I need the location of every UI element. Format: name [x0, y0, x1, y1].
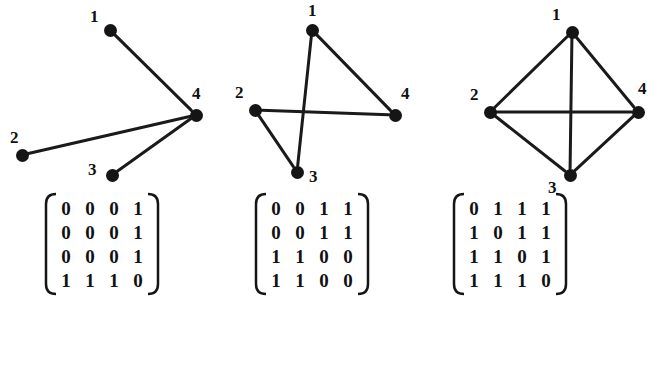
matrix-entry: 1 [534, 221, 558, 245]
graph-edge [115, 35, 192, 111]
graph-edge [575, 116, 633, 170]
matrix-entry: 0 [264, 221, 288, 245]
graph-vertex: 4 [190, 109, 203, 122]
matrix-entry: 0 [510, 245, 534, 269]
left-bracket [454, 194, 464, 294]
vertex-label: 2 [235, 84, 244, 101]
graph-vertex: 2 [16, 149, 29, 162]
matrix-entry: 0 [54, 245, 78, 269]
matrix-entry: 0 [78, 197, 102, 221]
graph-vertex: 4 [389, 109, 402, 122]
matrix-entry: 1 [264, 245, 288, 269]
left-bracket [256, 194, 266, 294]
matrix-entry: 0 [78, 245, 102, 269]
graph-edge [570, 38, 572, 168]
matrix-entry: 0 [288, 221, 312, 245]
graph-edge [576, 37, 634, 107]
matrix-entry: 0 [486, 221, 510, 245]
matrix-entry: 1 [102, 269, 126, 293]
matrix-entry: 1 [126, 221, 150, 245]
matrix-entry: 1 [126, 197, 150, 221]
vertex-label: 3 [88, 161, 97, 178]
matrix-entry: 0 [312, 245, 336, 269]
matrix-entry: 0 [54, 221, 78, 245]
matrix-entry: 0 [102, 221, 126, 245]
matrix-entry: 0 [264, 197, 288, 221]
matrix-entry: 0 [54, 197, 78, 221]
right-bracket [556, 194, 566, 294]
matrix-entry: 1 [486, 269, 510, 293]
matrix-entry: 1 [510, 197, 534, 221]
vertex-label: 2 [10, 129, 19, 146]
matrix-entry: 1 [336, 197, 360, 221]
matrix-entry: 0 [78, 221, 102, 245]
graph-edge [117, 119, 190, 171]
graph-vertex: 2 [249, 104, 262, 117]
matrix-entry: 1 [312, 197, 336, 221]
matrix-entry: 0 [534, 269, 558, 293]
graph-edge [495, 37, 568, 108]
matrix-entry: 1 [336, 221, 360, 245]
graph-vertex: 3 [106, 169, 119, 182]
graph-edge [317, 35, 391, 111]
graph-vertex: 4 [632, 106, 645, 119]
matrix-entry: 1 [486, 197, 510, 221]
vertex-label: 2 [470, 86, 479, 103]
matrix-entry: 0 [288, 197, 312, 221]
graph-edge [497, 111, 632, 114]
matrix-entry: 1 [288, 269, 312, 293]
matrix-entry: 1 [462, 245, 486, 269]
graph-vertex: 3 [291, 166, 304, 179]
graph-edge [261, 110, 388, 115]
right-bracket [148, 194, 158, 294]
matrix-entry: 1 [510, 221, 534, 245]
matrix-entry: 1 [534, 197, 558, 221]
matrix-entry: 0 [312, 269, 336, 293]
right-bracket [358, 194, 368, 294]
graph-vertex: 1 [104, 24, 117, 37]
matrix-entry: 0 [336, 245, 360, 269]
matrix-entry: 1 [462, 221, 486, 245]
vertex-label: 4 [401, 85, 410, 102]
graph-vertex: 3 [564, 169, 577, 182]
graph-edge [259, 115, 294, 166]
matrix-entry: 1 [534, 245, 558, 269]
matrix-entry: 1 [312, 221, 336, 245]
vertex-label: 1 [90, 8, 99, 25]
matrix-entry: 1 [78, 269, 102, 293]
graph-edge [298, 36, 312, 165]
vertex-label: 1 [552, 6, 561, 23]
vertex-label: 4 [638, 80, 647, 97]
graph-edge [495, 116, 565, 171]
vertex-label: 4 [192, 85, 201, 102]
matrix-entry: 0 [102, 197, 126, 221]
matrix-entry: 0 [126, 269, 150, 293]
matrix-entry: 1 [264, 269, 288, 293]
matrix-entry: 0 [462, 197, 486, 221]
matrix-entry: 1 [126, 245, 150, 269]
matrix-entry: 1 [462, 269, 486, 293]
graph-vertex: 1 [306, 24, 319, 37]
matrix-entry: 1 [288, 245, 312, 269]
matrix-entry: 1 [486, 245, 510, 269]
vertex-label: 1 [308, 2, 317, 19]
matrix-entry: 1 [54, 269, 78, 293]
vertex-label: 3 [309, 168, 318, 185]
left-bracket [46, 194, 56, 294]
graph-vertex: 1 [566, 26, 579, 39]
matrix-entry: 0 [336, 269, 360, 293]
matrix-entry: 0 [102, 245, 126, 269]
matrix-entry: 1 [510, 269, 534, 293]
graph-vertex: 2 [484, 106, 497, 119]
vertex-label: 3 [548, 179, 557, 196]
